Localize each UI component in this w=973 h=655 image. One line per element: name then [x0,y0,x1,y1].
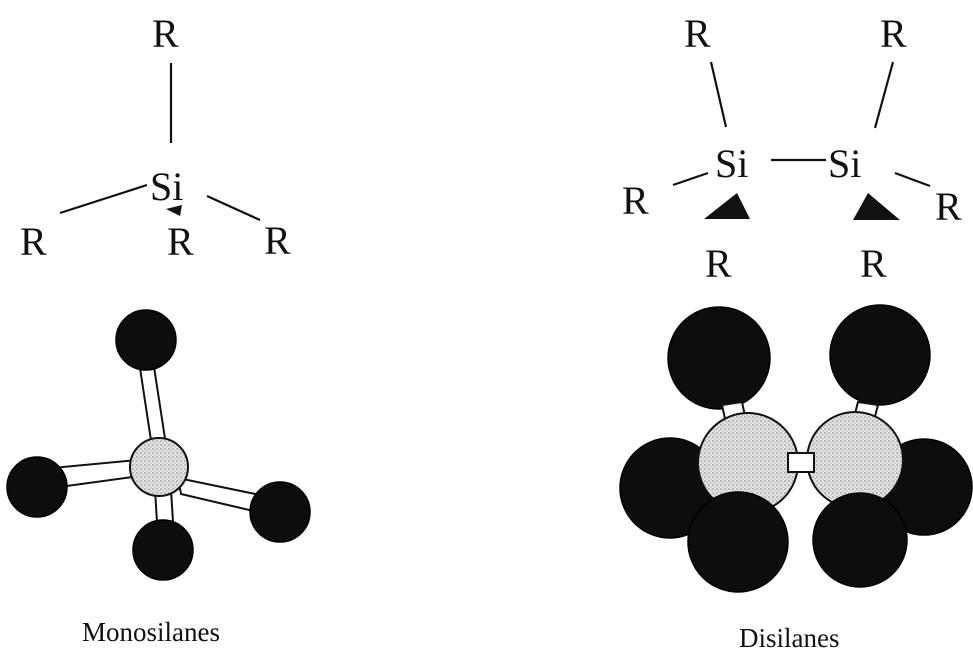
wedge-right [853,193,900,220]
r-ball-bottom [132,519,194,581]
caption-monosilanes: Monosilanes [82,617,220,647]
stick-top [138,365,168,449]
bond-r-top-right [873,61,895,129]
r-ball-back-right [829,304,931,406]
monosilane-r-front: R [167,219,194,264]
r-ball-right [249,481,311,543]
disilane-r-left: R [622,178,649,223]
r-ball-front-right [812,492,908,588]
disilane-si-right: Si [828,141,861,186]
wedge-bond [166,205,182,216]
disilane-r-front-right: R [860,241,887,286]
wedge-left [704,193,750,219]
r-ball-front-left [687,491,789,593]
r-ball-back-left [667,306,771,410]
disilane-r-right: R [935,184,962,229]
bond-r-left [672,171,709,187]
r-ball-left [6,456,68,518]
monosilane-si-label: Si [150,164,183,209]
stick-si-si [787,452,815,473]
disilane-formula: Si Si R R R R R R [622,11,962,286]
disilane-r-front-left: R [705,241,732,286]
monosilane-r-right: R [264,218,291,263]
disilane-r-top-right: R [880,11,907,56]
monosilane-r-left: R [20,219,47,264]
bond-r-top-left [709,61,728,128]
monosilane-r-top: R [152,11,179,56]
disilane-r-top-left: R [684,11,711,56]
r-ball-top [115,309,177,371]
monosilane-formula: Si R R R R [20,11,291,264]
bond-r-right [894,171,931,188]
bond-right [206,194,261,222]
monosilane-model [6,309,311,581]
si-ball [129,437,189,497]
caption-disilanes: Disilanes [739,623,840,653]
disilane-model [619,304,973,593]
bond-left [59,183,148,215]
disilane-si-left: Si [715,141,748,186]
